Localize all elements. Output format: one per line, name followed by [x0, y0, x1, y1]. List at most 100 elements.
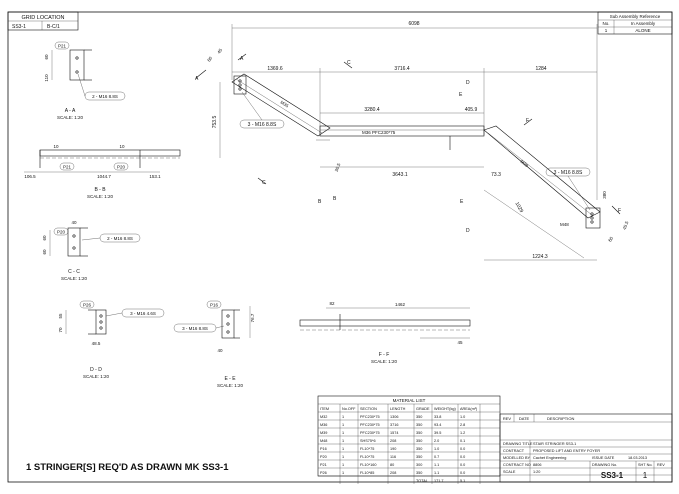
grid-location-title: GRID LOCATION: [22, 15, 65, 21]
revision-rev-header: REV: [503, 416, 512, 421]
sub-assembly-col-in: In Assembly: [631, 21, 656, 26]
section-view-d-d: 55 70 48.5 P26 3 - M16 4.6S D - D SCALE:…: [58, 300, 165, 379]
dim-left-top-a: 60: [206, 55, 213, 62]
material-list-cell: 1: [342, 471, 344, 475]
view-aa-title: A - A: [65, 108, 76, 114]
material-list-cell: 350: [416, 423, 422, 427]
dim-right-v1: 73.3: [491, 172, 501, 178]
section-marker-c2: C: [262, 180, 266, 186]
tb-drawing-no-label: DRAWING No.: [592, 463, 617, 467]
section-view-e-e: 76.7 40 P16 3 - M16 8.8S E - E SCALE: 1:…: [173, 300, 255, 388]
material-list-header: WEIGHT(kg): [434, 407, 456, 411]
section-marker-f1: F: [526, 118, 529, 124]
required-note: 1 STRINGER[S] REQ'D AS DRAWN MK SS3-1: [26, 462, 229, 473]
view-aa-bolts: 2 - M16 8.8S: [92, 94, 118, 99]
material-list-cell: M48: [320, 439, 327, 443]
material-list-cell: M36: [320, 423, 327, 427]
label-member-m39: M39: [519, 159, 529, 169]
material-list-cell: FL10*160: [360, 463, 376, 467]
section-marker-c1: C: [347, 60, 351, 66]
material-list-cell: 300: [416, 463, 422, 467]
material-list-cell: 1: [342, 447, 344, 451]
section-marker-e2: E: [460, 199, 464, 205]
view-ee-bolts: 3 - M16 8.8S: [182, 326, 208, 331]
view-ee-d1: 76.7: [250, 313, 255, 322]
tb-drawing-no: SS3-1: [601, 471, 624, 480]
material-list-cell: 0.0: [460, 463, 465, 467]
view-dd-d1: 55: [58, 313, 63, 319]
material-list-cell: 0.0: [460, 455, 465, 459]
tb-drawing-title-label: DRAWING TITLE: [503, 442, 533, 446]
material-list-cell: 2.0: [434, 439, 439, 443]
tb-sheet: 1: [643, 471, 648, 480]
view-dd-d3: 48.5: [92, 341, 101, 346]
sub-assembly-box: Sub Assembly Reference No. In Assembly 1…: [597, 11, 673, 35]
material-list-cell: 350: [416, 447, 422, 451]
section-marker-d1: D: [466, 80, 470, 86]
material-list-cell: 350: [416, 455, 422, 459]
material-list-cell: 1.0: [434, 447, 439, 451]
section-view-b-b: 106.5 1044.7 153.1 10 10 P21 P20 B - B S…: [24, 144, 181, 199]
view-bb-plate-left: P21: [63, 165, 72, 170]
material-list-cell: 1: [342, 439, 344, 443]
grid-location-box: GRID LOCATION SS3-1 B-C/1: [7, 11, 79, 31]
tb-issue-date-label: ISSUE DATE: [592, 456, 615, 460]
material-list-cell: 0.0: [460, 447, 465, 451]
material-list-cell: 1: [342, 415, 344, 419]
material-list-cell: 0.0: [460, 471, 465, 475]
material-list-cell: P26: [320, 471, 327, 475]
grid-location-col1: SS3-1: [12, 24, 26, 30]
member-m39-shape: [483, 125, 601, 219]
dim-right-angle-a: 380: [602, 191, 607, 199]
section-marker-e1: E: [459, 92, 463, 98]
view-bb-d-right: 153.1: [149, 174, 161, 179]
view-ff-title: F - F: [379, 352, 390, 358]
label-member-m36: M36 PFC230*75: [362, 130, 396, 135]
view-ff-scale: SCALE: 1:20: [371, 359, 398, 364]
material-list-cell: FL10*75: [360, 447, 374, 451]
section-marker-b2: B: [333, 196, 337, 202]
title-block: DRAWING TITLE STAIR STRINGER SS3-1 CONTR…: [500, 439, 672, 482]
material-list-cell: 33.8: [434, 415, 441, 419]
material-list-cell: 1574: [390, 431, 398, 435]
material-list-total-weight: 171.7: [434, 479, 444, 483]
material-list-title: MATERIAL LIST: [393, 398, 426, 403]
view-bb-plate-right: P20: [117, 165, 126, 170]
view-dd-bolts: 3 - M16 4.6S: [130, 311, 156, 316]
end-plate-left: [233, 75, 247, 95]
dim-top-right: 1284: [535, 66, 546, 72]
material-list-cell: 1.1: [434, 463, 439, 467]
view-aa-dim-side: 110: [44, 74, 49, 82]
material-list-cell: FL10*85: [360, 471, 374, 475]
label-member-m35: M35: [279, 100, 289, 109]
view-dd-d2: 70: [58, 327, 63, 333]
material-list-cell: 1: [342, 463, 344, 467]
material-list-cell: M32: [320, 415, 327, 419]
revision-description-header: DESCRIPTION: [547, 416, 574, 421]
dim-inner-run: 3280.4: [364, 107, 380, 113]
grid-location-col2: B-C/1: [47, 24, 60, 30]
view-cc-dim-side2: 60: [42, 249, 47, 255]
view-ee-d2: 40: [217, 348, 223, 353]
material-list-cell: 1: [342, 455, 344, 459]
tb-scale: 1:20: [533, 470, 540, 474]
material-list-cell: P16: [320, 447, 327, 451]
sub-assembly-row-no: 1: [605, 28, 608, 33]
sub-assembly-title: Sub Assembly Reference: [610, 14, 661, 19]
material-list-cell: FL10*75: [360, 455, 374, 459]
sub-assembly-row-in: ALONE: [635, 28, 650, 33]
callout-left-bolts: 3 - M16 8.8S: [248, 122, 277, 128]
material-list-total-label: TOTAL: [416, 479, 428, 483]
dim-top-mid: 3716.4: [394, 66, 410, 72]
material-list-cell: 190: [390, 447, 396, 451]
view-ff-d-right: 45: [457, 340, 463, 345]
revision-date-header: DATE: [519, 416, 530, 421]
view-aa-scale: SCALE: 1:20: [57, 115, 84, 120]
material-list-cell: 1: [342, 423, 344, 427]
view-bb-d-top1: 10: [53, 144, 59, 149]
tb-rev-label: REV: [657, 463, 665, 467]
tb-contract-no: 8806: [533, 463, 541, 467]
material-list-header: AREA(m²): [460, 407, 478, 411]
